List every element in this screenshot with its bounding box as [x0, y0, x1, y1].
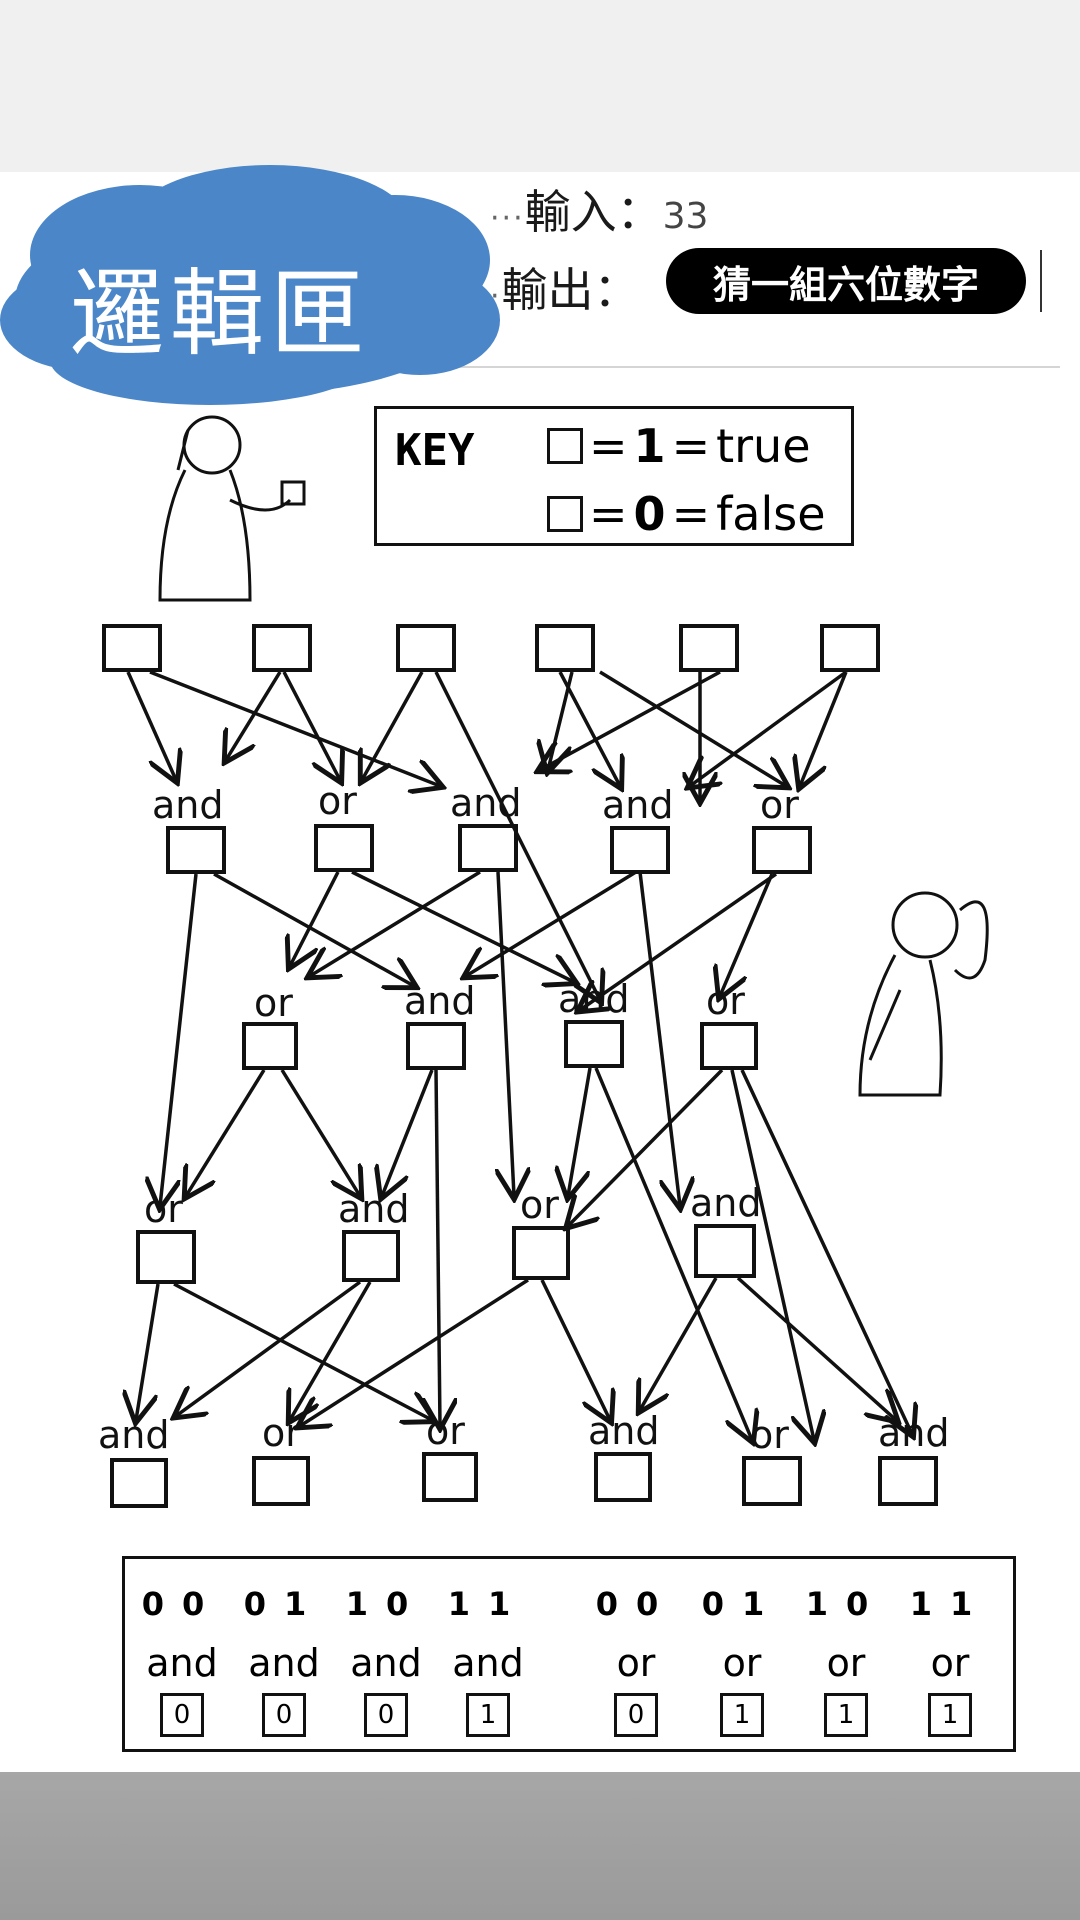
- legend-output: 0: [364, 1693, 408, 1737]
- legend-item: 10 or 1: [801, 1559, 891, 1749]
- gate-label: or: [144, 1187, 183, 1231]
- row4-boxes: [110, 1452, 938, 1508]
- input-box: [252, 624, 312, 672]
- key-square: [547, 496, 583, 532]
- legend-item: 11 and 1: [443, 1559, 533, 1749]
- legend-inputs: 01: [243, 1585, 325, 1623]
- key-box: KEY =1=true =0=false: [374, 406, 854, 546]
- legend-gate: and: [452, 1641, 524, 1685]
- wires: [128, 670, 912, 1440]
- output-value-pill: 猜一組六位數字: [666, 248, 1026, 314]
- legend-inputs: 00: [141, 1585, 223, 1623]
- legend-inputs: 11: [447, 1585, 529, 1623]
- legend-inputs: 00: [595, 1585, 677, 1623]
- gate-label: or: [760, 783, 799, 827]
- gate-label: and: [588, 1409, 660, 1453]
- input-row: ···輸入：33: [490, 185, 709, 239]
- legend-item: 00 and 0: [137, 1559, 227, 1749]
- gate-label: or: [520, 1183, 559, 1227]
- bottom-gradient: [0, 1772, 1080, 1920]
- legend-item: 01 or 1: [697, 1559, 787, 1749]
- legend-item: 00 or 0: [591, 1559, 681, 1749]
- gate-label: and: [98, 1413, 170, 1457]
- legend-gate: and: [350, 1641, 422, 1685]
- gate-label: and: [602, 783, 674, 827]
- input-label: 輸入：: [524, 185, 663, 239]
- legend-gate: or: [722, 1641, 762, 1685]
- legend-gate: and: [248, 1641, 320, 1685]
- key-word: false: [716, 487, 826, 541]
- legend-inputs: 11: [909, 1585, 991, 1623]
- legend-output: 1: [824, 1693, 868, 1737]
- row3-boxes: [136, 1224, 756, 1284]
- legend-inputs: 10: [345, 1585, 427, 1623]
- legend-item: 01 and 0: [239, 1559, 329, 1749]
- key-word: true: [716, 419, 811, 473]
- legend-output: 0: [262, 1693, 306, 1737]
- input-box: [396, 624, 456, 672]
- text-caret: [1040, 250, 1042, 312]
- truth-table-legend: 00 and 0 01 and 0 10 and 0 11 and 1 00 o…: [122, 1556, 1016, 1752]
- person-left-illustration: [158, 415, 306, 602]
- input-value: 33: [662, 196, 709, 237]
- gate-label: or: [426, 1409, 465, 1453]
- document-divider: [430, 366, 1060, 368]
- legend-gate: or: [930, 1641, 970, 1685]
- legend-output: 0: [160, 1693, 204, 1737]
- gate-label: and: [404, 979, 476, 1023]
- legend-gate: and: [146, 1641, 218, 1685]
- output-row: ·輸出：: [490, 263, 640, 317]
- input-box: [679, 624, 739, 672]
- person-right-illustration: [858, 891, 989, 1097]
- key-square: [547, 428, 583, 464]
- legend-gate: or: [826, 1641, 866, 1685]
- legend-inputs: 01: [701, 1585, 783, 1623]
- input-boxes: [102, 624, 880, 672]
- gate-label: and: [152, 783, 224, 827]
- key-row-false: =0=false: [547, 487, 826, 541]
- legend-item: 10 and 0: [341, 1559, 431, 1749]
- key-digit: 1: [633, 419, 666, 473]
- top-margin: [0, 0, 1080, 172]
- input-box: [102, 624, 162, 672]
- gate-label: or: [318, 779, 357, 823]
- input-box: [820, 624, 880, 672]
- input-box: [535, 624, 595, 672]
- row1-boxes: [166, 824, 812, 874]
- key-row-true: =1=true: [547, 419, 811, 473]
- row2-boxes: [242, 1020, 758, 1070]
- gate-label: and: [690, 1181, 762, 1225]
- key-digit: 0: [633, 487, 666, 541]
- legend-output: 1: [720, 1693, 764, 1737]
- gate-label: and: [338, 1187, 410, 1231]
- legend-item: 11 or 1: [905, 1559, 995, 1749]
- legend-output: 1: [466, 1693, 510, 1737]
- gate-label: or: [254, 981, 293, 1025]
- legend-output: 1: [928, 1693, 972, 1737]
- gate-label: and: [878, 1411, 950, 1455]
- output-label: 輸出：: [501, 263, 640, 317]
- key-title: KEY: [395, 425, 475, 476]
- legend-inputs: 10: [805, 1585, 887, 1623]
- cloud-title: 邏輯匣: [70, 260, 371, 369]
- legend-output: 0: [614, 1693, 658, 1737]
- gate-label: or: [262, 1411, 301, 1455]
- legend-gate: or: [616, 1641, 656, 1685]
- gate-label: or: [750, 1413, 789, 1457]
